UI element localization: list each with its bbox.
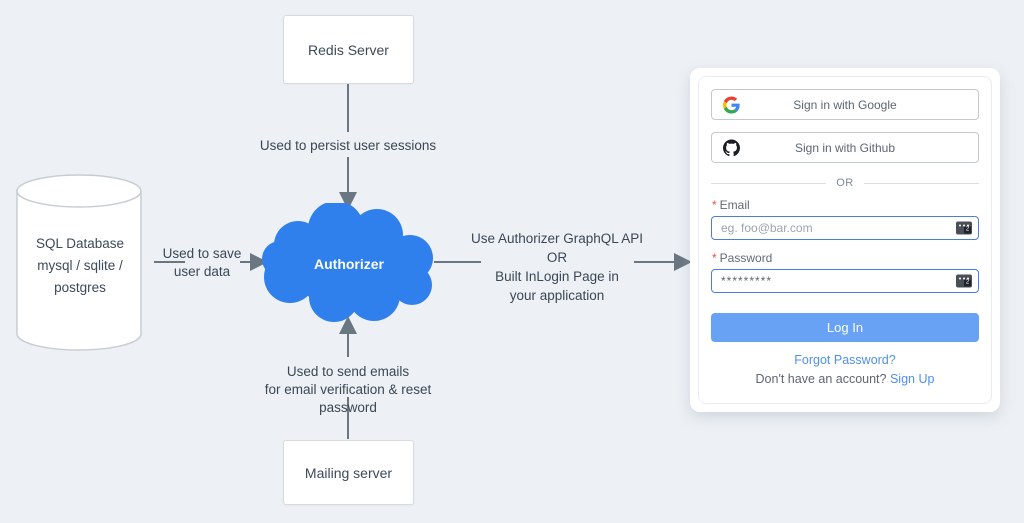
login-panel: Sign in with Google Sign in with Github … xyxy=(690,68,1000,412)
signup-link[interactable]: Sign Up xyxy=(889,372,935,386)
email-input-wrap: 2 xyxy=(711,216,979,240)
signup-row: Don't have an account? Sign Up xyxy=(711,372,979,386)
edge-label-userdata: Used to save user data xyxy=(162,246,242,279)
password-label: *Password xyxy=(712,251,773,265)
mailing-server-label: Mailing server xyxy=(304,464,393,481)
sql-database-label: SQL Database mysql / sqlite / postgres xyxy=(35,236,125,295)
required-mark: * xyxy=(712,198,717,212)
github-signin-button[interactable]: Sign in with Github xyxy=(711,132,979,163)
database-cylinder-icon xyxy=(16,174,142,351)
login-panel-inner: Sign in with Google Sign in with Github … xyxy=(698,76,992,404)
password-input[interactable] xyxy=(711,269,979,293)
email-label: *Email xyxy=(712,198,750,212)
email-input[interactable] xyxy=(711,216,979,240)
node-sql-database xyxy=(15,173,145,353)
edge-label-emails: Used to send emails for email verificati… xyxy=(264,364,432,415)
edge-label-sessions: Used to persist user sessions xyxy=(259,138,437,153)
signup-prompt: Don't have an account? xyxy=(755,372,887,386)
authorizer-cloud-label: Authorizer xyxy=(314,256,384,272)
autofill-extension-icon[interactable]: 2 xyxy=(956,221,972,235)
google-icon xyxy=(723,96,740,113)
required-mark: * xyxy=(712,251,717,265)
redis-server-label: Redis Server xyxy=(308,41,389,58)
autofill-extension-icon[interactable]: 2 xyxy=(956,274,972,288)
or-divider: OR xyxy=(711,177,979,189)
google-signin-label: Sign in with Google xyxy=(793,97,897,112)
or-divider-label: OR xyxy=(836,177,854,189)
password-input-wrap: 2 xyxy=(711,269,979,293)
login-button[interactable]: Log In xyxy=(711,313,979,342)
node-mailing-server: Mailing server xyxy=(283,440,414,505)
google-signin-button[interactable]: Sign in with Google xyxy=(711,89,979,120)
node-authorizer-cloud xyxy=(262,201,436,325)
forgot-password-link[interactable]: Forgot Password? xyxy=(794,353,896,367)
divider-line xyxy=(711,182,827,184)
divider-line xyxy=(863,182,979,184)
github-signin-label: Sign in with Github xyxy=(794,140,896,155)
edge-label-api: Use Authorizer GraphQL API OR Built InLo… xyxy=(470,231,644,303)
node-redis-server: Redis Server xyxy=(283,15,414,84)
github-icon xyxy=(723,139,740,156)
cloud-icon xyxy=(262,201,433,322)
